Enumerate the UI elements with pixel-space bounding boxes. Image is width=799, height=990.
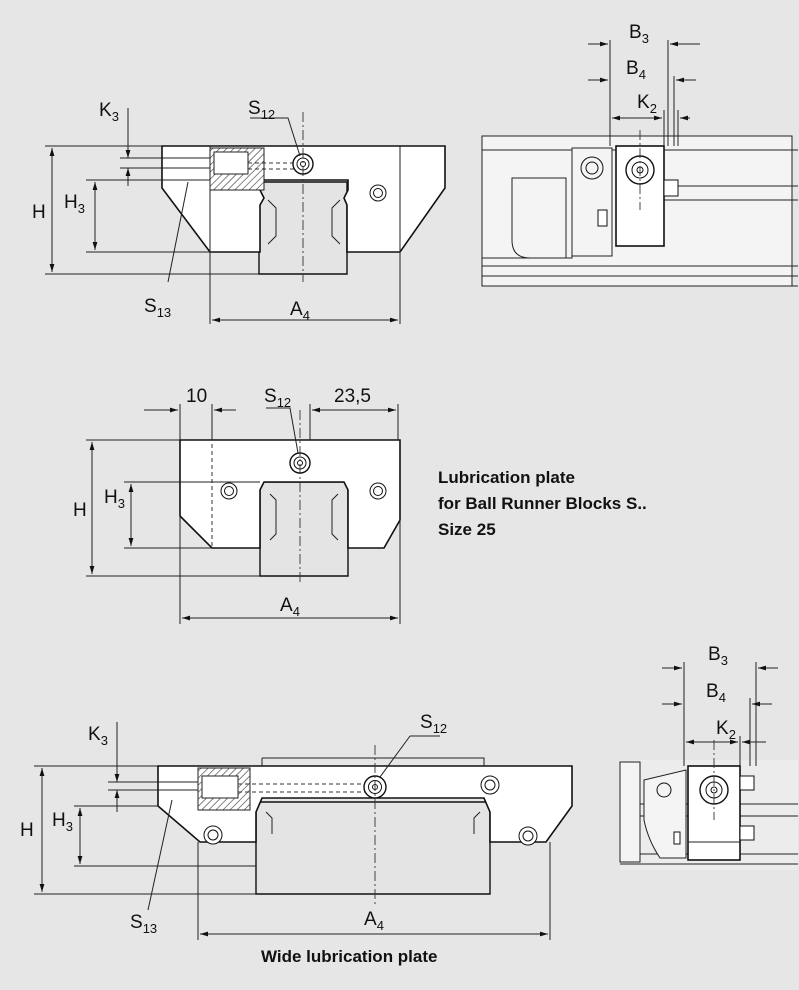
label-h-top: H [32,202,46,223]
label-h3-mid: H3 [104,487,125,511]
label-s13-bottom: S13 [130,912,157,936]
dimension-labels: K3 S12 H H3 S13 A4 B3 B4 K2 10 S12 23,5 … [20,22,736,936]
label-k2-top: K2 [637,92,657,116]
caption-lube-line3: Size 25 [438,520,496,539]
caption-lube-line2: for Ball Runner Blocks S.. [438,494,647,513]
label-k2-bottom: K2 [716,718,736,742]
label-h3-bottom: H3 [52,810,73,834]
label-10: 10 [186,386,207,407]
label-b3-top: B3 [629,22,649,46]
label-h-bottom: H [20,820,34,841]
label-a4-top: A4 [290,299,310,323]
label-s12-top: S12 [248,98,275,122]
label-23-5: 23,5 [334,386,371,407]
label-k3-top: K3 [99,100,119,124]
view-top-side [481,40,798,287]
label-k3-bottom: K3 [88,724,108,748]
label-a4-bottom: A4 [364,909,384,933]
label-a4-mid: A4 [280,595,300,619]
label-s12-bottom: S12 [420,712,447,736]
captions: Lubrication plate for Ball Runner Blocks… [261,468,647,966]
label-b4-top: B4 [626,58,646,82]
caption-wide: Wide lubrication plate [261,947,437,966]
caption-lube-line1: Lubrication plate [438,468,575,487]
view-wide-side [619,662,798,870]
view-lubrication-plate [86,404,401,624]
view-wide-plate [34,722,573,940]
label-b4-bottom: B4 [706,681,726,705]
view-top-front [45,108,446,324]
label-b3-bottom: B3 [708,644,728,668]
label-h3-top: H3 [64,192,85,216]
label-h-mid: H [73,500,87,521]
label-s12-mid: S12 [264,386,291,410]
label-s13-top: S13 [144,296,171,320]
